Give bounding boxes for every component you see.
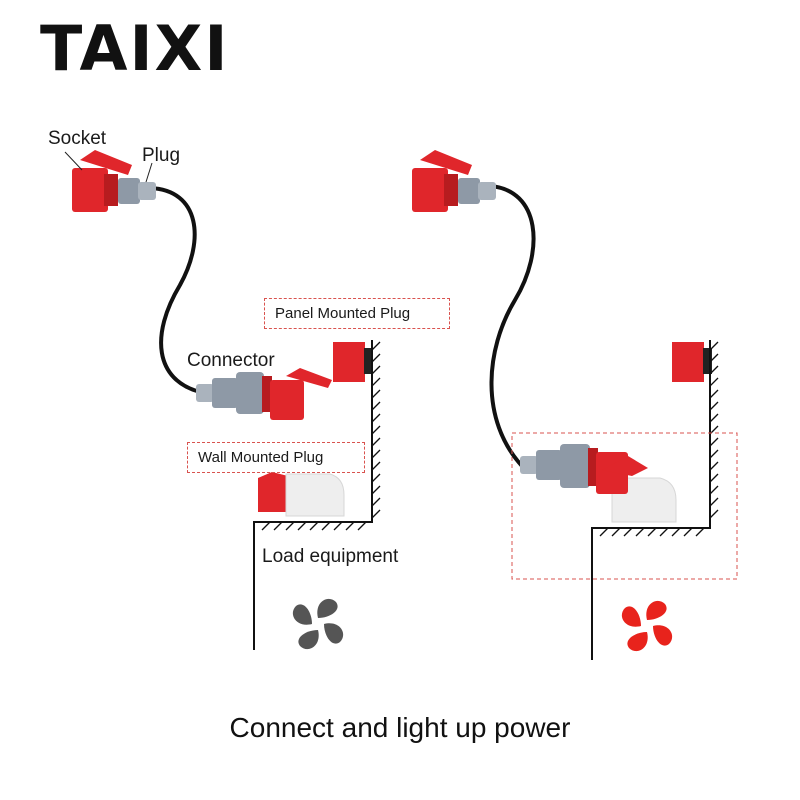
panel-mounted-plug-left: [333, 342, 365, 382]
label-socket: Socket: [48, 128, 107, 149]
brand-logo: TAIXI: [40, 12, 230, 85]
caption: Connect and light up power: [229, 712, 571, 743]
socket-pointer: [64, 151, 83, 171]
label-load-equipment: Load equipment: [262, 546, 399, 567]
label-wall-mounted-plug: Wall Mounted Plug: [187, 442, 365, 473]
cable-left: [149, 186, 201, 394]
plug-pointer: [145, 162, 153, 183]
panel-mounted-plug-right: [672, 342, 704, 382]
label-connector: Connector: [187, 350, 275, 371]
cable-right: [489, 184, 536, 468]
connected-plug-right: [520, 444, 677, 523]
wall-left: [253, 340, 373, 650]
wall-hatch-left: [261, 341, 381, 531]
connection-highlight-box: [511, 432, 738, 580]
label-plug: Plug: [142, 145, 181, 166]
socket-plug-left: [72, 150, 156, 212]
wall-mounted-plug-left: [258, 472, 345, 517]
label-panel-mounted-plug: Panel Mounted Plug: [264, 298, 450, 329]
fan-icon: [292, 598, 344, 650]
fan-icon: [621, 600, 673, 652]
connector-left: [196, 368, 332, 420]
socket-plug-right: [412, 150, 496, 212]
